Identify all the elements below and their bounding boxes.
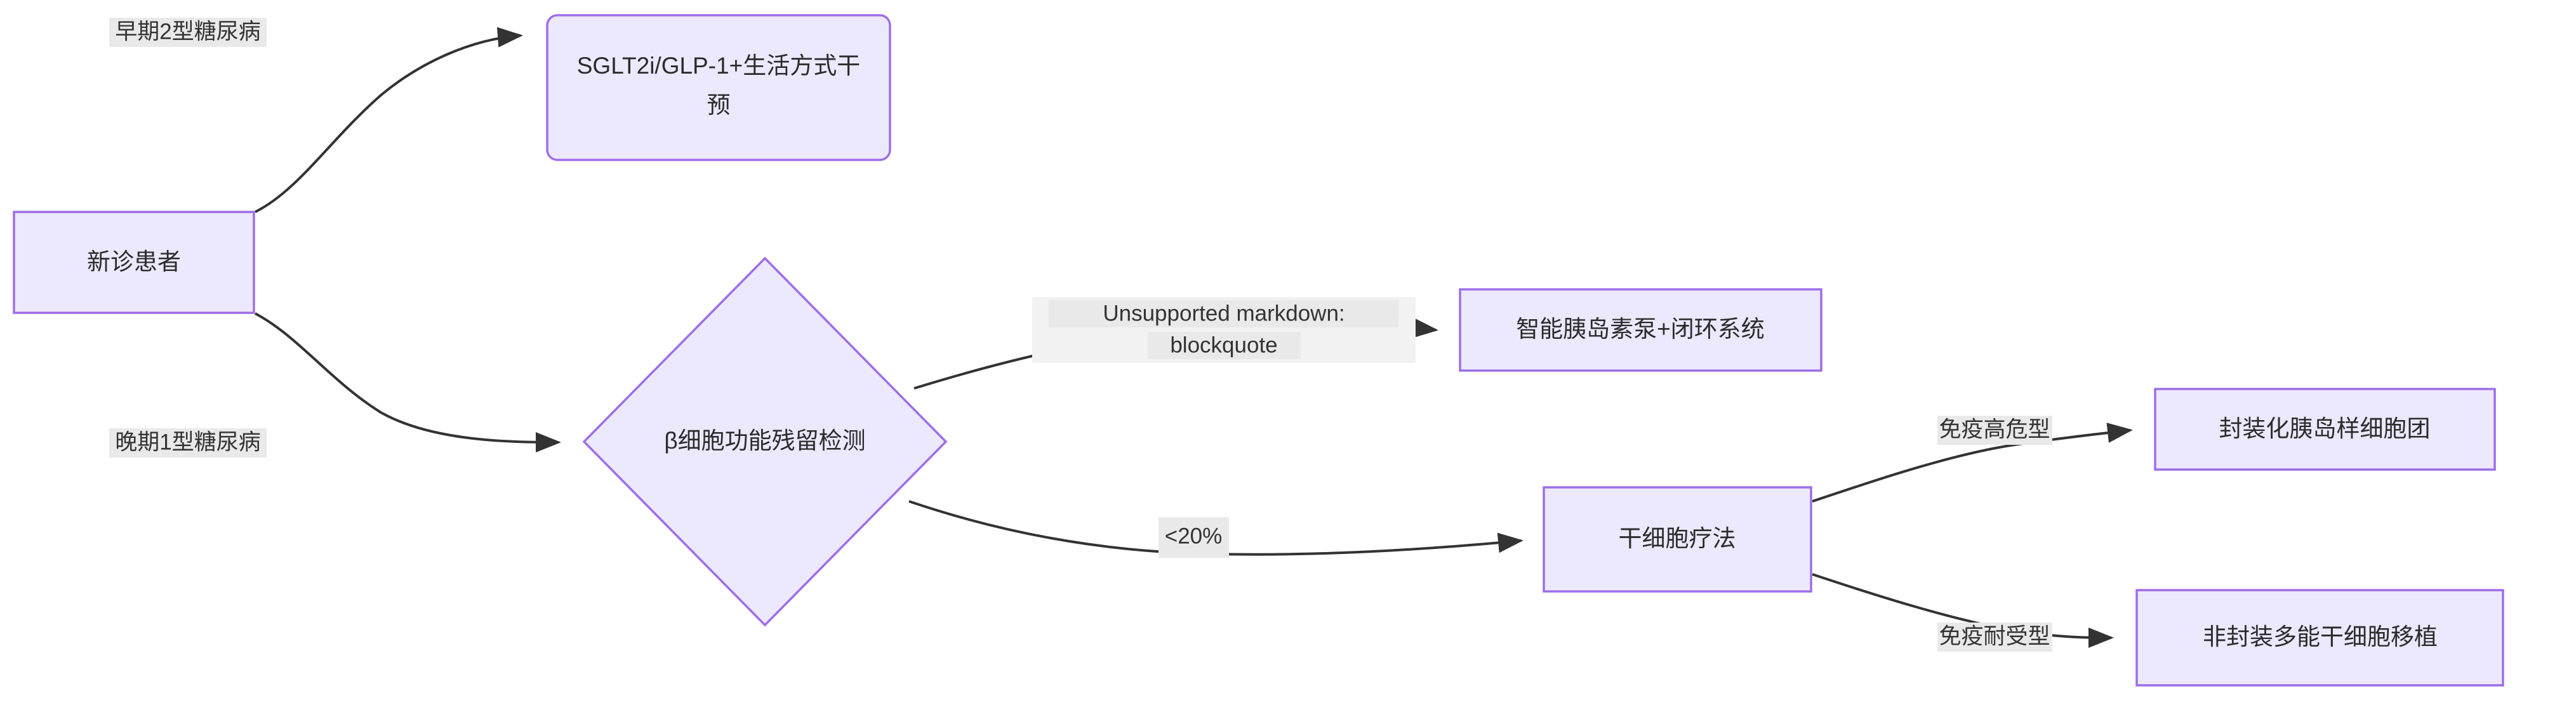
node-non-encapsulated-transplant[interactable]: 非封装多能干细胞移植 bbox=[2135, 589, 2504, 687]
edge-new-patient-to-beta-cell-test bbox=[255, 312, 561, 452]
nodes-layer: 新诊患者 SGLT2i/GLP-1+生活方式干 预 β细胞功能残留检测 智能胰岛… bbox=[13, 14, 2504, 687]
node-encapsulated-islet-label: 封装化胰岛样细胞团 bbox=[2219, 416, 2431, 442]
node-non-encapsulated-transplant-label: 非封装多能干细胞移植 bbox=[2203, 624, 2438, 650]
node-sglt2i-lifestyle[interactable]: SGLT2i/GLP-1+生活方式干 预 bbox=[546, 14, 891, 161]
edge-label-late-type1: 晚期1型糖尿病 bbox=[109, 428, 267, 458]
node-smart-pump[interactable]: 智能胰岛素泵+闭环系统 bbox=[1459, 288, 1822, 372]
node-new-patient-label: 新诊患者 bbox=[87, 249, 181, 275]
edge-label-less-than-20-percent: <20% bbox=[1159, 517, 1229, 558]
edge-labels-layer: 早期2型糖尿病 晚期1型糖尿病 Unsupported markdown: bl… bbox=[109, 18, 2052, 652]
node-smart-pump-label: 智能胰岛素泵+闭环系统 bbox=[1516, 316, 1765, 342]
edge-label-unsupported-markdown: Unsupported markdown: blockquote bbox=[1032, 297, 1416, 363]
node-new-patient[interactable]: 新诊患者 bbox=[13, 211, 255, 314]
edge-label-immune-high-risk-text: 免疫高危型 bbox=[1939, 417, 2050, 442]
edge-label-immune-tolerant-text: 免疫耐受型 bbox=[1939, 624, 2050, 649]
edge-label-unsupported-markdown-line1: Unsupported markdown: bbox=[1103, 301, 1344, 326]
edge-stem-cell-to-encapsulated bbox=[1812, 423, 2133, 503]
edge-label-immune-high-risk: 免疫高危型 bbox=[1937, 416, 2052, 445]
node-stem-cell-therapy-label: 干细胞疗法 bbox=[1619, 525, 1736, 551]
edge-label-immune-tolerant: 免疫耐受型 bbox=[1937, 623, 2052, 652]
edge-label-late-type1-text: 晚期1型糖尿病 bbox=[115, 430, 260, 454]
node-sglt2i-lifestyle-label-line2: 预 bbox=[707, 92, 731, 118]
edge-new-patient-to-sglt2i bbox=[255, 27, 523, 213]
edge-label-less-than-20-percent-text: <20% bbox=[1165, 524, 1223, 548]
node-sglt2i-lifestyle-label-line1: SGLT2i/GLP-1+生活方式干 bbox=[577, 53, 861, 79]
edge-label-early-type2: 早期2型糖尿病 bbox=[109, 18, 267, 47]
node-beta-cell-test[interactable]: β细胞功能残留检测 bbox=[582, 256, 948, 627]
edge-label-unsupported-markdown-line2: blockquote bbox=[1170, 333, 1277, 357]
edge-label-early-type2-text: 早期2型糖尿病 bbox=[115, 19, 260, 44]
node-encapsulated-islet[interactable]: 封装化胰岛样细胞团 bbox=[2154, 388, 2496, 471]
node-beta-cell-test-label: β细胞功能残留检测 bbox=[664, 428, 865, 454]
node-stem-cell-therapy[interactable]: 干细胞疗法 bbox=[1543, 486, 1812, 593]
